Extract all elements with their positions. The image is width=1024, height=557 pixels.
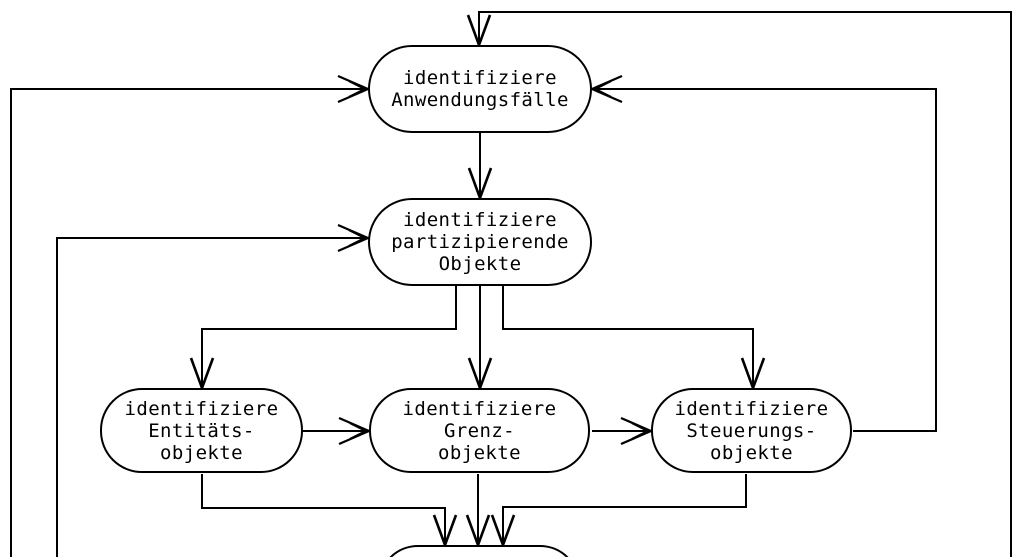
node-identifiziere-anwendungsfaelle: identifiziere Anwendungsfälle bbox=[368, 45, 592, 133]
node-identifiziere-partizipierende-objekte: identifiziere partizipierende Objekte bbox=[368, 198, 592, 286]
edge-partizipierende-to-grenz bbox=[467, 286, 493, 392]
node-identifiziere-steuerungsobjekte: identifiziere Steuerungs- objekte bbox=[651, 388, 852, 473]
edge-steuerungs-to-anwendungsfaelle-right bbox=[589, 74, 937, 432]
edge-anwendungsfaelle-to-partizipierende bbox=[467, 133, 493, 202]
edge-entitaets-to-bottom-node bbox=[201, 474, 458, 549]
edge-steuerungs-to-bottom-node bbox=[490, 474, 747, 549]
edge-partizipierende-to-entitaets bbox=[189, 286, 457, 392]
edge-grenz-to-bottom-node bbox=[465, 474, 491, 549]
node-partial-bottom bbox=[378, 545, 580, 557]
edge-partizipierende-to-steuerungs bbox=[502, 286, 766, 392]
edge-grenz-to-steuerungs bbox=[592, 416, 654, 446]
edge-leftloop-to-anwendungsfaelle-left bbox=[10, 74, 371, 557]
edge-entitaets-to-grenz bbox=[303, 416, 372, 446]
node-identifiziere-entitaetsobjekte: identifiziere Entitäts- objekte bbox=[100, 388, 303, 473]
arrowhead-left-icon bbox=[589, 74, 623, 104]
node-identifiziere-grenzobjekte: identifiziere Grenz- objekte bbox=[369, 388, 590, 473]
